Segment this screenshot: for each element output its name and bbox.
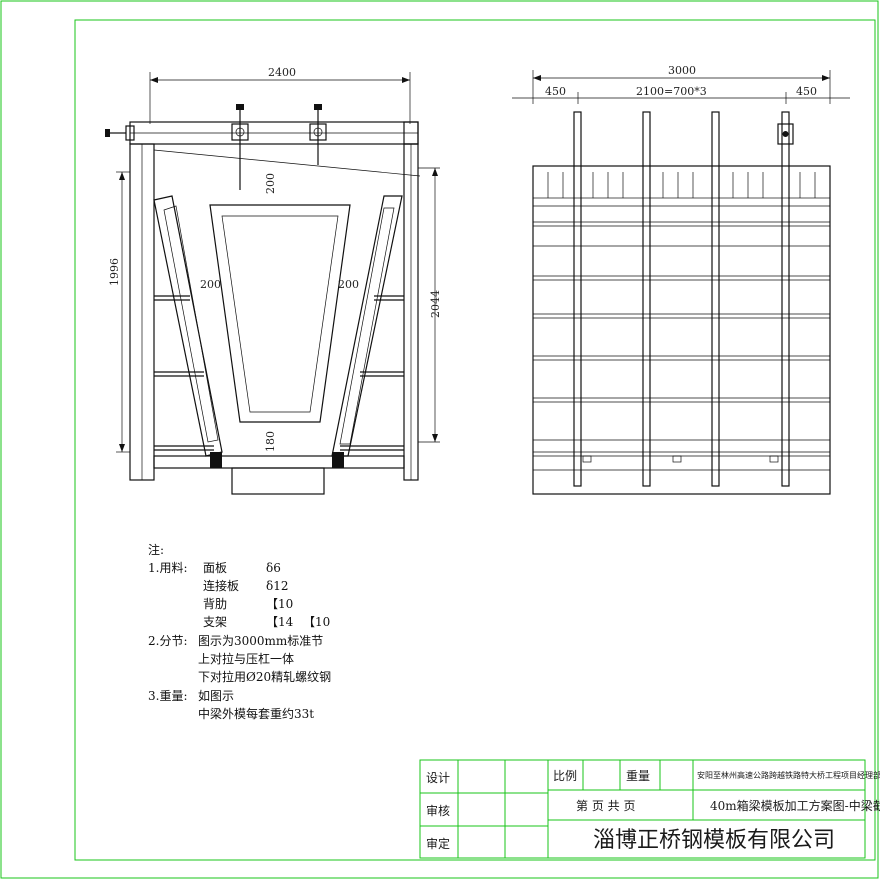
- dim-web-left-200: 200: [200, 278, 221, 291]
- title-block: 设计 审核 审定 比例 重量 第 页 共 页 安阳至林州高速公路跨越铁路特大桥工…: [419, 759, 880, 859]
- note2-line1: 图示为3000mm标准节: [198, 634, 323, 648]
- dim-middle-2100: 2100=700*3: [636, 85, 707, 98]
- note1-value-panel: δ6: [266, 561, 281, 575]
- note1-label: 1.用料:: [148, 561, 188, 575]
- note3-line2: 中梁外模每套重约33t: [198, 706, 314, 721]
- note3-label: 3.重量:: [148, 689, 188, 703]
- label-weight: 重量: [626, 769, 650, 783]
- note1-value-connector: δ12: [266, 579, 289, 593]
- note1-value-rib: 【10: [266, 597, 293, 611]
- dim-bottom-180: 180: [264, 431, 277, 452]
- note1-item-support: 支架: [203, 615, 227, 629]
- note3-line1: 如图示: [198, 688, 234, 703]
- dim-width-2400: 2400: [268, 66, 296, 79]
- dim-left-450: 450: [545, 85, 566, 98]
- label-approve: 审定: [426, 836, 450, 851]
- dim-height-2044: 2044: [429, 290, 442, 318]
- label-scale: 比例: [553, 769, 577, 783]
- drawing-frame: [74, 19, 876, 861]
- note1-item-connector: 连接板: [203, 578, 239, 593]
- company-name: 淄博正桥钢模板有限公司: [593, 828, 835, 853]
- note2-line3: 下对拉用Ø20精轧螺纹钢: [198, 669, 331, 684]
- elevation-view: 3000 450 2100=700*3 450: [512, 64, 850, 495]
- label-design: 设计: [426, 771, 450, 785]
- note2-line2: 上对拉与压杠一体: [198, 651, 294, 666]
- note1-item-rib: 背肋: [203, 596, 227, 611]
- notes-block: 注: 1.用料: 面板 δ6 连接板 δ12 背肋 【10 支架 【14 【10…: [148, 542, 331, 721]
- dim-200-vertical: 200: [264, 173, 277, 194]
- note2-label: 2.分节:: [148, 634, 188, 648]
- notes-heading: 注:: [148, 542, 164, 557]
- dim-web-right-200: 200: [338, 278, 359, 291]
- note1-value-support-a: 【14: [266, 615, 294, 629]
- cross-section-view: 2400 200 1996: [105, 66, 442, 495]
- note1-item-panel: 面板: [203, 561, 227, 575]
- label-review: 审核: [426, 803, 450, 818]
- project-name: 安阳至林州高速公路跨越铁路特大桥工程项目经理部: [697, 770, 880, 780]
- dim-length-3000: 3000: [668, 64, 696, 77]
- drawing-title: 40m箱梁模板加工方案图-中梁截面: [710, 798, 880, 813]
- dim-right-450: 450: [796, 85, 817, 98]
- note1-value-support-b: 【10: [303, 615, 330, 629]
- page-info: 第 页 共 页: [576, 799, 635, 813]
- dim-height-1996: 1996: [108, 258, 121, 286]
